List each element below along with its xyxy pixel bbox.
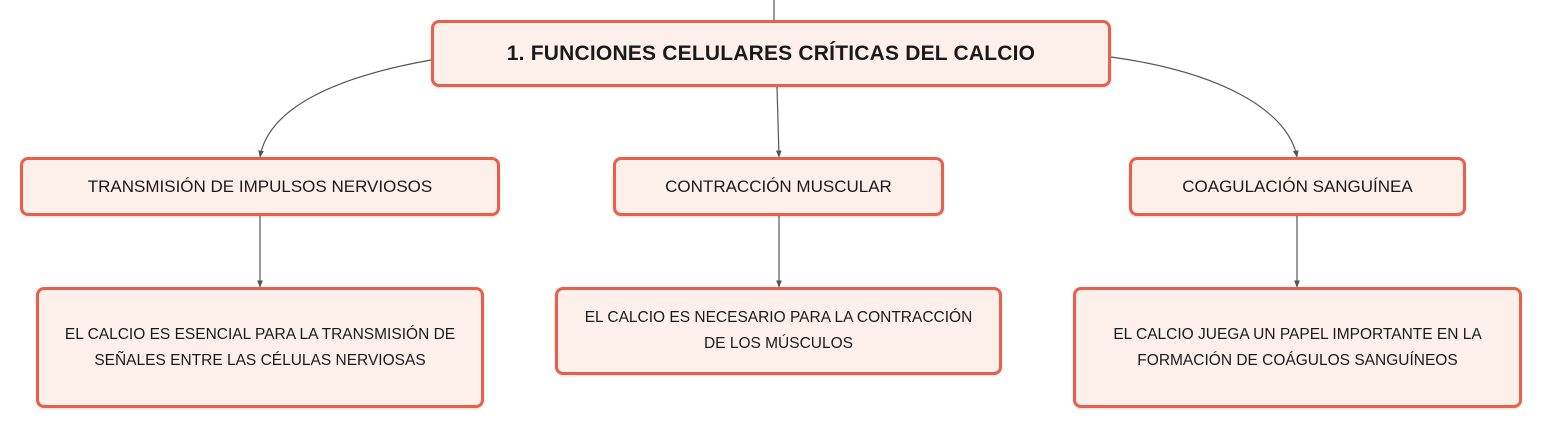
branch-label: CONTRACCIÓN MUSCULAR bbox=[665, 176, 892, 196]
branch-label: TRANSMISIÓN DE IMPULSOS NERVIOSOS bbox=[87, 176, 433, 196]
detail-label: EL CALCIO ES ESENCIAL PARA LA TRANSMISIÓ… bbox=[64, 325, 456, 369]
connector-root-to-branch-3 bbox=[1110, 56, 1299, 158]
connector-root-to-branch-2 bbox=[775, 86, 782, 158]
root-topic[interactable]: 1. FUNCIONES CELULARES CRÍTICAS DEL CALC… bbox=[431, 20, 1111, 87]
detail-coagulacion-sanguinea[interactable]: EL CALCIO JUEGA UN PAPEL IMPORTANTE EN L… bbox=[1073, 287, 1522, 408]
root-topic-label: 1. FUNCIONES CELULARES CRÍTICAS DEL CALC… bbox=[506, 41, 1036, 65]
branch-transmision-impulsos[interactable]: TRANSMISIÓN DE IMPULSOS NERVIOSOS bbox=[20, 157, 500, 216]
branch-coagulacion-sanguinea[interactable]: COAGULACIÓN SANGUÍNEA bbox=[1129, 157, 1466, 216]
branch-contraccion-muscular[interactable]: CONTRACCIÓN MUSCULAR bbox=[613, 157, 944, 216]
detail-contraccion-muscular[interactable]: EL CALCIO ES NECESARIO PARA LA CONTRACCI… bbox=[555, 287, 1002, 375]
detail-label: EL CALCIO JUEGA UN PAPEL IMPORTANTE EN L… bbox=[1113, 325, 1482, 369]
detail-transmision-impulsos[interactable]: EL CALCIO ES ESENCIAL PARA LA TRANSMISIÓ… bbox=[36, 287, 484, 408]
connector-root-to-branch-1 bbox=[258, 59, 432, 158]
branch-label: COAGULACIÓN SANGUÍNEA bbox=[1182, 176, 1413, 196]
detail-label: EL CALCIO ES NECESARIO PARA LA CONTRACCI… bbox=[584, 309, 973, 352]
